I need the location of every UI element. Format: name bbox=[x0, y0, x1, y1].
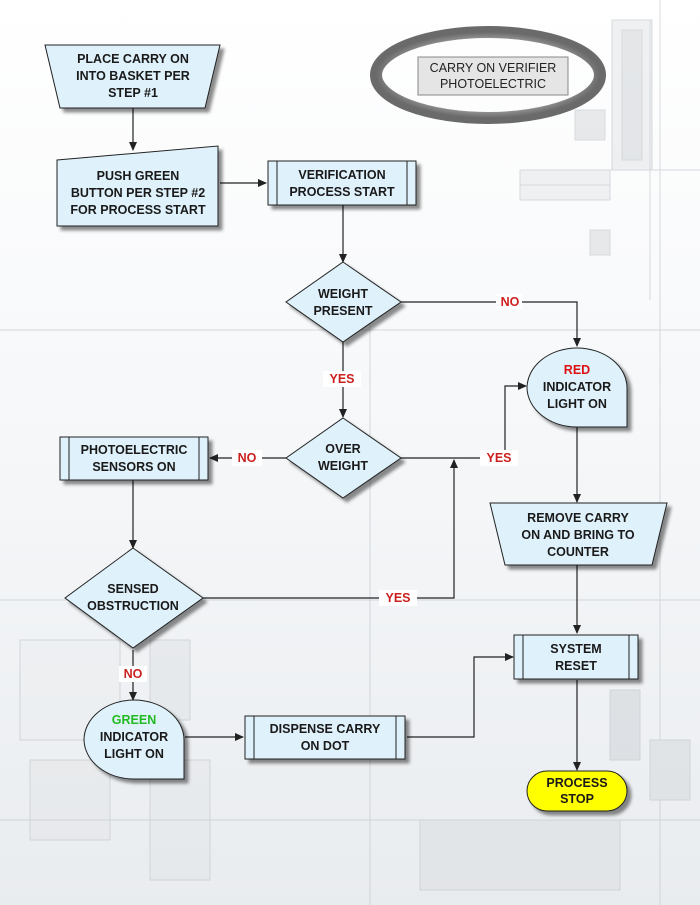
node-text-line: PROCESS bbox=[546, 776, 607, 790]
label-obstruction-yes: YES bbox=[385, 591, 410, 605]
node-text-line: WEIGHT bbox=[318, 459, 368, 473]
edge-weight-no bbox=[401, 302, 577, 346]
node-text-line: PUSH GREEN bbox=[97, 169, 180, 183]
node-text-line: OBSTRUCTION bbox=[87, 599, 179, 613]
node-text-line: REMOVE CARRY bbox=[527, 511, 629, 525]
node-text-line: INDICATOR bbox=[100, 730, 168, 744]
node-text-line: SENSED bbox=[107, 582, 158, 596]
node-sensed-obstruction: SENSED OBSTRUCTION bbox=[65, 548, 203, 648]
node-text-line: SYSTEM bbox=[550, 642, 601, 656]
node-text-line: WEIGHT bbox=[318, 287, 368, 301]
node-text-line: SENSORS ON bbox=[92, 460, 175, 474]
node-text-line: STEP #1 bbox=[108, 86, 158, 100]
node-text-line: BUTTON PER STEP #2 bbox=[71, 186, 205, 200]
node-text-line: OVER bbox=[325, 442, 360, 456]
node-text-line: STOP bbox=[560, 792, 594, 806]
node-text-line: PROCESS START bbox=[289, 185, 395, 199]
node-text-line: LIGHT ON bbox=[104, 747, 164, 761]
node-text-line: COUNTER bbox=[547, 545, 609, 559]
node-green-indicator-light: GREEN INDICATOR LIGHT ON bbox=[84, 700, 184, 779]
label-weight-yes: YES bbox=[329, 372, 354, 386]
node-remove-carry-on: REMOVE CARRY ON AND BRING TO COUNTER bbox=[490, 503, 667, 565]
node-dispense-carry-on: DISPENSE CARRY ON DOT bbox=[245, 716, 405, 759]
node-text-line: ON DOT bbox=[301, 739, 350, 753]
decision-shape bbox=[65, 548, 203, 648]
node-over-weight: OVER WEIGHT bbox=[286, 418, 401, 498]
node-text-line: LIGHT ON bbox=[547, 397, 607, 411]
node-push-green-button: PUSH GREEN BUTTON PER STEP #2 FOR PROCES… bbox=[57, 146, 218, 226]
label-overweight-no: NO bbox=[238, 451, 257, 465]
diagram-title: CARRY ON VERIFIER PHOTOELECTRIC bbox=[376, 32, 600, 118]
node-text-line: PLACE CARRY ON bbox=[77, 52, 189, 66]
title-line-2: PHOTOELECTRIC bbox=[440, 77, 546, 91]
edge-overweight-yes bbox=[401, 386, 526, 458]
edge-dispense-to-reset bbox=[407, 657, 513, 737]
node-text-line: PHOTOELECTRIC bbox=[81, 443, 188, 457]
node-text-line: INTO BASKET PER bbox=[76, 69, 190, 83]
label-overweight-yes: YES bbox=[486, 451, 511, 465]
node-text-line: INDICATOR bbox=[543, 380, 611, 394]
node-text-line: DISPENSE CARRY bbox=[270, 722, 381, 736]
label-obstruction-no: NO bbox=[124, 667, 143, 681]
node-text-line: RED bbox=[564, 363, 590, 377]
node-text-line: PRESENT bbox=[313, 304, 372, 318]
node-process-stop: PROCESS STOP bbox=[527, 771, 627, 811]
title-line-1: CARRY ON VERIFIER bbox=[430, 61, 557, 75]
decision-shape bbox=[286, 418, 401, 498]
node-text-line: ON AND BRING TO bbox=[521, 528, 634, 542]
edge-labels: NO YES NO YES YES NO bbox=[119, 294, 522, 682]
node-text-line: RESET bbox=[555, 659, 597, 673]
node-text-line: FOR PROCESS START bbox=[70, 203, 206, 217]
node-text-line: VERIFICATION bbox=[298, 168, 385, 182]
node-photoelectric-sensors: PHOTOELECTRIC SENSORS ON bbox=[60, 437, 208, 480]
node-red-indicator-light: RED INDICATOR LIGHT ON bbox=[527, 348, 627, 427]
node-text-line: GREEN bbox=[112, 713, 156, 727]
label-weight-no: NO bbox=[501, 295, 520, 309]
node-verification-process-start: VERIFICATION PROCESS START bbox=[268, 161, 416, 205]
node-place-carry-on: PLACE CARRY ON INTO BASKET PER STEP #1 bbox=[45, 45, 220, 108]
node-system-reset: SYSTEM RESET bbox=[514, 635, 638, 679]
